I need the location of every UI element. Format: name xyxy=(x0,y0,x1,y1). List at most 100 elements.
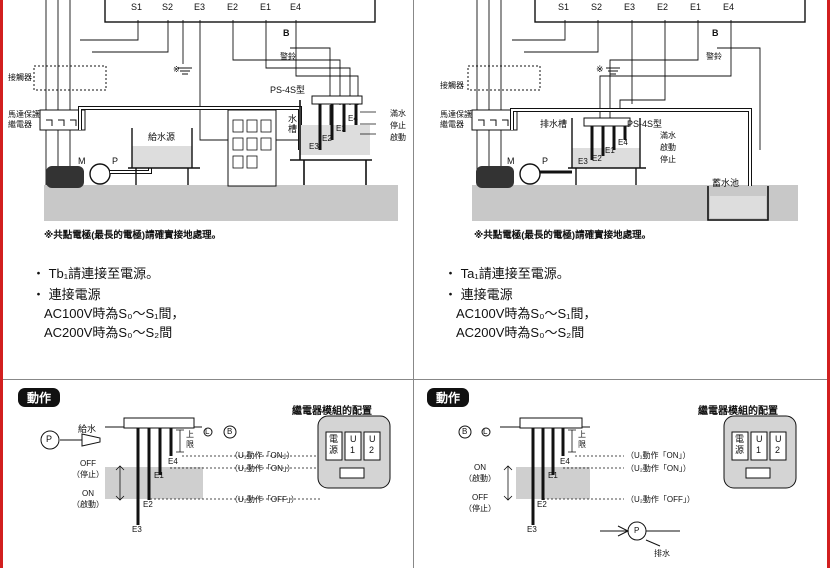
right-electrode-e4: E4 xyxy=(618,138,628,147)
op-left-e4: E4 xyxy=(168,457,178,466)
right-alarm-label: 警鈴 xyxy=(706,52,722,61)
left-bullet-2: ・ 連接電源 xyxy=(32,287,101,302)
right-ground-mark: ※ xyxy=(596,64,604,74)
relay-cell-u1-right: U 1 xyxy=(756,434,763,455)
section-divider xyxy=(3,379,827,380)
op-right-state-on: ON （啟動） xyxy=(464,463,496,483)
right-electrode-e1: E1 xyxy=(605,146,615,155)
right-bullet-1: ・ Ta₁請連接至電源。 xyxy=(444,266,570,281)
op-left-line-2: （U₂動作「ON」） xyxy=(230,464,295,473)
op-right-lamp: L xyxy=(483,427,488,436)
right-reservoir-label: 蓄水池 xyxy=(712,178,740,188)
right-level-full: 滿水 xyxy=(660,131,676,140)
op-left-lamp: L xyxy=(205,427,210,436)
op-right-state-off: OFF （停止） xyxy=(464,493,496,513)
relay-title-right: 繼電器模組的配置 xyxy=(698,406,778,417)
relay-cell-u2-left: U 2 xyxy=(369,434,376,455)
center-divider xyxy=(413,0,414,568)
left-motor-label: M xyxy=(78,156,86,166)
right-level-start: 啟動 xyxy=(660,143,676,152)
op-left-limit: 上 限 xyxy=(186,430,194,449)
relay-cell-power-left: 電 源 xyxy=(329,434,339,455)
op-right-e1: E1 xyxy=(548,471,558,480)
left-contactor-label: 接觸器 xyxy=(8,73,32,82)
right-electrode-e3: E3 xyxy=(578,157,588,166)
op-left-pump: P xyxy=(46,434,53,444)
left-electrode-e2: E2 xyxy=(322,134,332,143)
op-left-e1: E1 xyxy=(154,471,164,480)
right-wiring-diagram: ※ xyxy=(467,0,806,221)
left-alarm-label: 警鈴 xyxy=(280,52,296,61)
op-right-alarm: B xyxy=(462,427,468,436)
left-pump-label: P xyxy=(112,156,119,166)
left-terminal-e3: E3 xyxy=(194,2,206,12)
op-right-line-1: （U₁動作「ON」） xyxy=(626,451,691,460)
left-ground-note: ※共點電極(最長的電極)請確實接地處理。 xyxy=(44,230,222,241)
left-border xyxy=(0,0,3,568)
left-terminal-s1: S1 xyxy=(131,2,143,12)
left-terminal-e4: E4 xyxy=(290,2,302,12)
left-terminal-e1: E1 xyxy=(260,2,272,12)
left-bullet-1: ・ Tb₁請連接至電源。 xyxy=(32,266,160,281)
left-electrode-e3: E3 xyxy=(309,142,319,151)
relay-cell-power-right: 電 源 xyxy=(735,434,745,455)
op-right-line-3: （U₂動作「OFF」） xyxy=(626,495,695,504)
relay-title-left: 繼電器模組的配置 xyxy=(292,406,372,417)
op-right-e2: E2 xyxy=(537,500,547,509)
op-right-limit: 上 限 xyxy=(578,430,586,449)
relay-cell-u2-right: U 2 xyxy=(775,434,782,455)
right-bullet-4: AC200V時為S₀～S₂間 xyxy=(456,325,585,340)
op-right-e4: E4 xyxy=(560,457,570,466)
right-bullet-2: ・ 連接電源 xyxy=(444,287,513,302)
right-terminal-s2: S2 xyxy=(591,2,603,12)
right-model-label: PS-4S型 xyxy=(627,119,663,129)
left-bullet-3: AC100V時為S₀～S₁間， xyxy=(44,306,185,321)
left-electrode-e1: E1 xyxy=(336,124,346,133)
left-tank-label: 給水源 xyxy=(148,132,176,142)
right-ground-note: ※共點電極(最長的電極)請確實接地處理。 xyxy=(474,230,652,241)
left-bullet-4: AC200V時為S₀～S₂間 xyxy=(44,325,173,340)
left-tower-label: 水 槽 xyxy=(288,114,298,134)
op-left-feed: 給水 xyxy=(78,424,97,434)
op-left-e3: E3 xyxy=(132,525,142,534)
left-alarm-symbol: B xyxy=(283,28,290,38)
op-left-line-3: （U₂動作「OFF」） xyxy=(230,495,299,504)
right-electrode-e2: E2 xyxy=(592,154,602,163)
left-terminal-e2: E2 xyxy=(227,2,239,12)
op-left-line-1: （U₁動作「ON」） xyxy=(230,451,295,460)
left-ground-mark: ※ xyxy=(173,65,180,74)
op-left-alarm: B xyxy=(227,427,233,436)
op-right-pump: P xyxy=(634,526,640,535)
right-alarm-symbol: B xyxy=(712,28,719,38)
op-right-drain: 排水 xyxy=(654,549,670,558)
operation-header-right: 動作 xyxy=(427,388,470,407)
op-left-e2: E2 xyxy=(143,500,153,509)
right-terminal-e1: E1 xyxy=(690,2,702,12)
relay-cell-u1-left: U 1 xyxy=(350,434,357,455)
right-motor-label: M xyxy=(507,156,515,166)
op-left-state-on: ON （啟動） xyxy=(72,489,104,509)
right-bullet-3: AC100V時為S₀～S₁間， xyxy=(456,306,597,321)
op-right-e3: E3 xyxy=(527,525,537,534)
right-tank-label: 排水槽 xyxy=(540,119,568,129)
left-electrode-e4: E4 xyxy=(348,114,358,123)
left-wiring-diagram: ※ xyxy=(33,0,398,221)
right-contactor-label: 接觸器 xyxy=(440,81,464,90)
left-level-full: 滿水 xyxy=(390,109,406,118)
left-model-label: PS-4S型 xyxy=(270,85,306,95)
left-terminal-s2: S2 xyxy=(162,2,174,12)
operation-header-left: 動作 xyxy=(18,388,61,407)
right-terminal-e4: E4 xyxy=(723,2,735,12)
left-level-start: 啟動 xyxy=(390,133,406,142)
right-pump-label: P xyxy=(542,156,549,166)
right-terminal-e3: E3 xyxy=(624,2,636,12)
op-left-state-off: OFF （停止） xyxy=(72,459,104,479)
op-right-line-2: （U₂動作「ON」） xyxy=(626,464,691,473)
right-relay-label: 馬達保護 繼電器 xyxy=(440,110,472,129)
right-terminal-e2: E2 xyxy=(657,2,669,12)
right-level-stop: 停止 xyxy=(660,155,676,164)
right-terminal-s1: S1 xyxy=(558,2,570,12)
operation-right xyxy=(458,415,797,547)
left-level-stop: 停止 xyxy=(390,121,406,130)
